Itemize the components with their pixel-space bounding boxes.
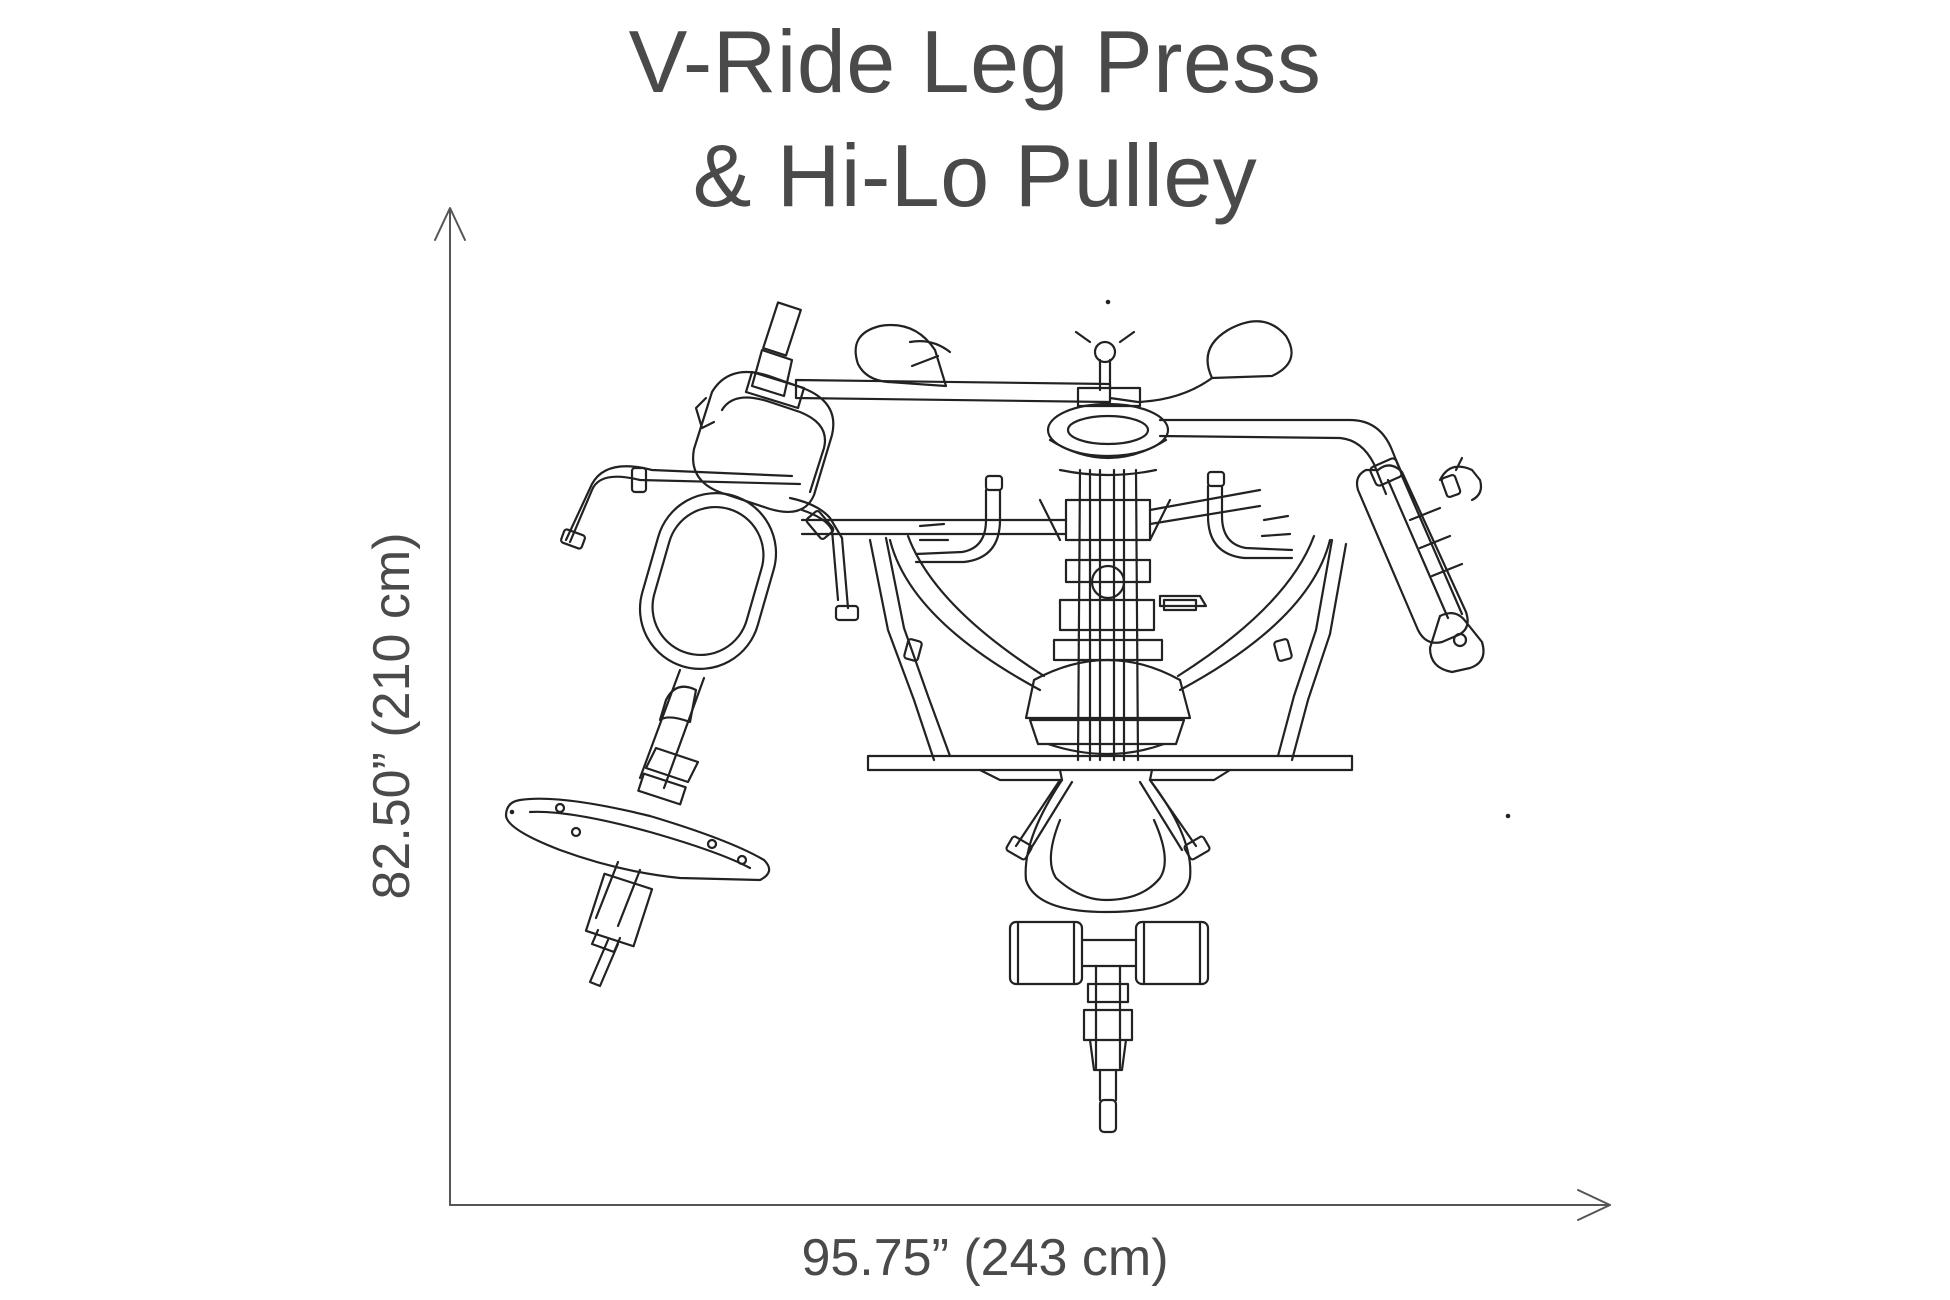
hi-lo-pulley-assembly: [1355, 456, 1485, 674]
width-dimension-label: 95.75” (243 cm): [801, 1229, 1169, 1287]
lower-left-leg: [1014, 778, 1074, 852]
base-crossbar: [866, 754, 1354, 772]
top-right-pad: [1206, 320, 1293, 380]
lower-stem-foot: [1098, 1098, 1118, 1134]
right-foot-roller: [1134, 920, 1210, 986]
leg-press-top-pin: [762, 301, 802, 357]
top-left-pad: [854, 324, 948, 388]
front-seat: [1024, 778, 1192, 914]
top-right-arm: [1158, 418, 1406, 496]
centre-drum: [1046, 402, 1170, 458]
hi-lo-pulley-foot: [1428, 611, 1485, 674]
left-foot-roller: [1008, 920, 1084, 986]
top-crossbar: [794, 378, 1112, 404]
hi-lo-pulley-handle: [1438, 456, 1483, 502]
leg-press-seat-pad: [638, 492, 778, 670]
leg-press-back-pad: [692, 370, 835, 513]
right-curved-arm: [1176, 534, 1332, 692]
lower-hub: [1024, 659, 1192, 720]
lower-stem: [1094, 964, 1122, 1070]
central-column-left: [1076, 468, 1082, 762]
centre-weight-knob: [1090, 564, 1126, 600]
main-frame: [794, 320, 1406, 1134]
dimension-axes: [434, 207, 1611, 1221]
lower-right-leg: [1138, 778, 1198, 852]
vertical-axis-arrowhead: [434, 207, 466, 241]
leg-press-right-handle: [788, 496, 850, 610]
horizontal-axis-arrowhead: [1577, 1189, 1611, 1221]
left-curved-arm: [888, 534, 1046, 692]
leg-press-assembly: [504, 301, 860, 988]
height-dimension-label: 82.50” (210 cm): [363, 532, 421, 900]
right-upper-handle: [1206, 484, 1294, 560]
leg-press-footplate: [504, 797, 771, 882]
diagram-title-line-1: V-Ride Leg Press: [628, 12, 1322, 111]
top-pulley: [1093, 340, 1117, 364]
leg-press-left-handle: [568, 475, 802, 544]
diagram-title-line-2: & Hi-Lo Pulley: [692, 126, 1258, 225]
leg-press-rail: [638, 668, 706, 790]
central-column-right: [1134, 468, 1140, 762]
leg-press-lower-rod: [588, 938, 620, 988]
